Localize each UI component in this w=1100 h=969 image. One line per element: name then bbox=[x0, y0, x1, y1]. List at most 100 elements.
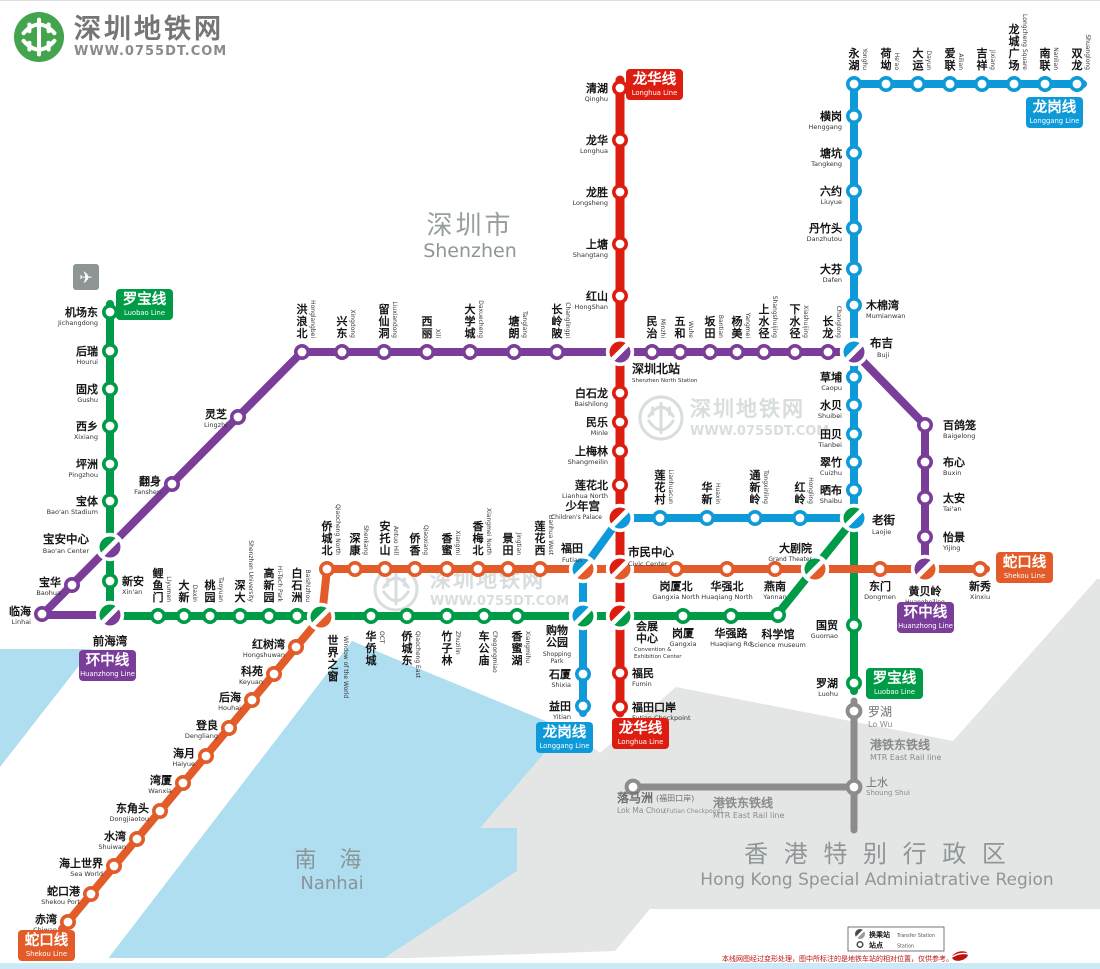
station-lok-ma-chou[interactable] bbox=[624, 778, 642, 796]
station-shoung-shui[interactable] bbox=[845, 778, 863, 796]
transfer-station-huangbeiling[interactable]: 黄贝岭Huangbeiling bbox=[905, 553, 945, 606]
station-lo-wu[interactable] bbox=[845, 702, 863, 720]
